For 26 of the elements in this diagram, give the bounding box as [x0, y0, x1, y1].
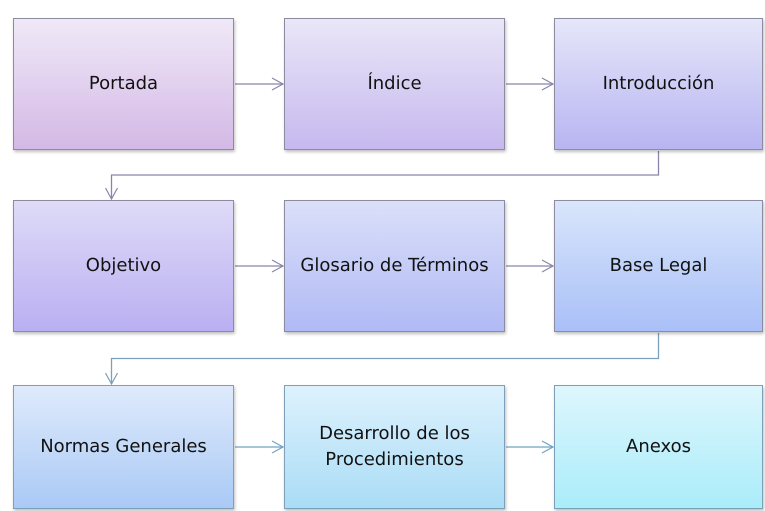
process-box	[13, 385, 234, 509]
process-box	[554, 18, 763, 150]
box-label: Introducción	[602, 72, 714, 96]
arrow	[235, 440, 284, 454]
process-box	[554, 200, 763, 332]
box-label: Anexos	[626, 434, 691, 459]
process-box	[13, 200, 234, 332]
arrow	[506, 77, 554, 91]
box-label: Glosario de Términos	[300, 254, 489, 278]
process-box	[284, 385, 505, 509]
process-box	[284, 18, 505, 150]
process-box	[284, 200, 505, 332]
box-label: Portada	[88, 72, 158, 96]
arrow	[235, 259, 284, 273]
box-label: Normas Generales	[40, 434, 207, 459]
arrow	[506, 440, 554, 454]
arrow	[104, 151, 660, 200]
box-label: Objetivo	[86, 254, 162, 278]
process-box	[554, 385, 763, 509]
arrow	[104, 333, 660, 385]
box-label: Índice	[367, 71, 422, 96]
box-label: Desarrollo de los Procedimientos	[318, 422, 471, 472]
arrow	[506, 259, 554, 273]
process-box	[13, 18, 234, 150]
box-label: Base Legal	[610, 254, 708, 278]
arrow	[235, 77, 284, 91]
